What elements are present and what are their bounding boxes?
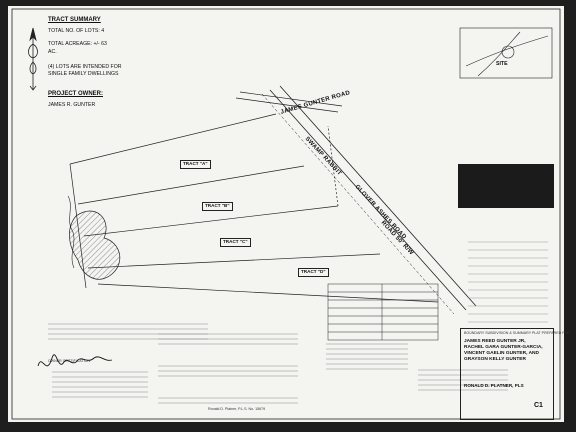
sheet-number: C1 <box>534 402 543 409</box>
title-owner-2: RACHEL GARA GUNTER-GARCIA, <box>464 345 543 350</box>
notice-box <box>458 164 554 208</box>
surveyor-signature: Ronald D. Platner, P.L.S. No. 15679 <box>208 407 266 411</box>
surveyor-name: RONALD D. PLATNER, PLS <box>464 383 524 388</box>
tract-d-label: TRACT "D" <box>298 268 329 277</box>
north-arrow-icon <box>28 27 38 91</box>
project-owner-name: JAMES R. GUNTER <box>48 102 96 108</box>
upper-road <box>235 91 343 113</box>
tract-c-label: TRACT "C" <box>220 238 251 247</box>
owner-certification-label: OWNER CERTIFICATION <box>48 359 90 363</box>
fine-print <box>48 323 508 404</box>
tract-b-label: TRACT "B" <box>202 202 233 211</box>
title-owner-3: VINCENT GAELIN GUNTER, AND <box>464 351 539 356</box>
plat-sheet: TRACT SUMMARY TOTAL NO. OF LOTS: 4 TOTAL… <box>8 6 571 422</box>
vicinity-site-label: SITE <box>496 61 508 67</box>
sheet-border <box>11 8 561 420</box>
tract-a-label: TRACT "A" <box>180 160 211 169</box>
total-lots: TOTAL NO. OF LOTS: 4 <box>48 28 105 34</box>
total-acreage: TOTAL ACREAGE: +/- 63 <box>48 41 107 47</box>
title-owner-4: GRAYSON KELLY GUNTER <box>464 357 526 362</box>
acreage-unit: AC. <box>48 49 57 55</box>
tract-summary-heading: TRACT SUMMARY <box>48 17 101 23</box>
legend-table <box>327 283 439 341</box>
title-block <box>460 328 554 420</box>
right-notes <box>468 241 548 323</box>
lots-use-line-2: SINGLE FAMILY DWELLINGS <box>48 71 119 77</box>
main-road <box>261 85 477 315</box>
project-owner-heading: PROJECT OWNER: <box>48 91 104 97</box>
title-block-heading: BOUNDARY SUBDIVISION & SUMMARY PLAT PREP… <box>464 331 571 335</box>
lots-use-line-1: (4) LOTS ARE INTENDED FOR <box>48 64 122 70</box>
owner-signature <box>37 354 113 367</box>
vicinity-map <box>459 27 553 79</box>
title-owner-1: JAMES REED GUNTER JR, <box>464 339 526 344</box>
tract-boundaries <box>69 113 439 303</box>
creek-line <box>67 195 75 269</box>
wetland-area <box>69 210 121 280</box>
plat-drawing <box>11 8 561 420</box>
